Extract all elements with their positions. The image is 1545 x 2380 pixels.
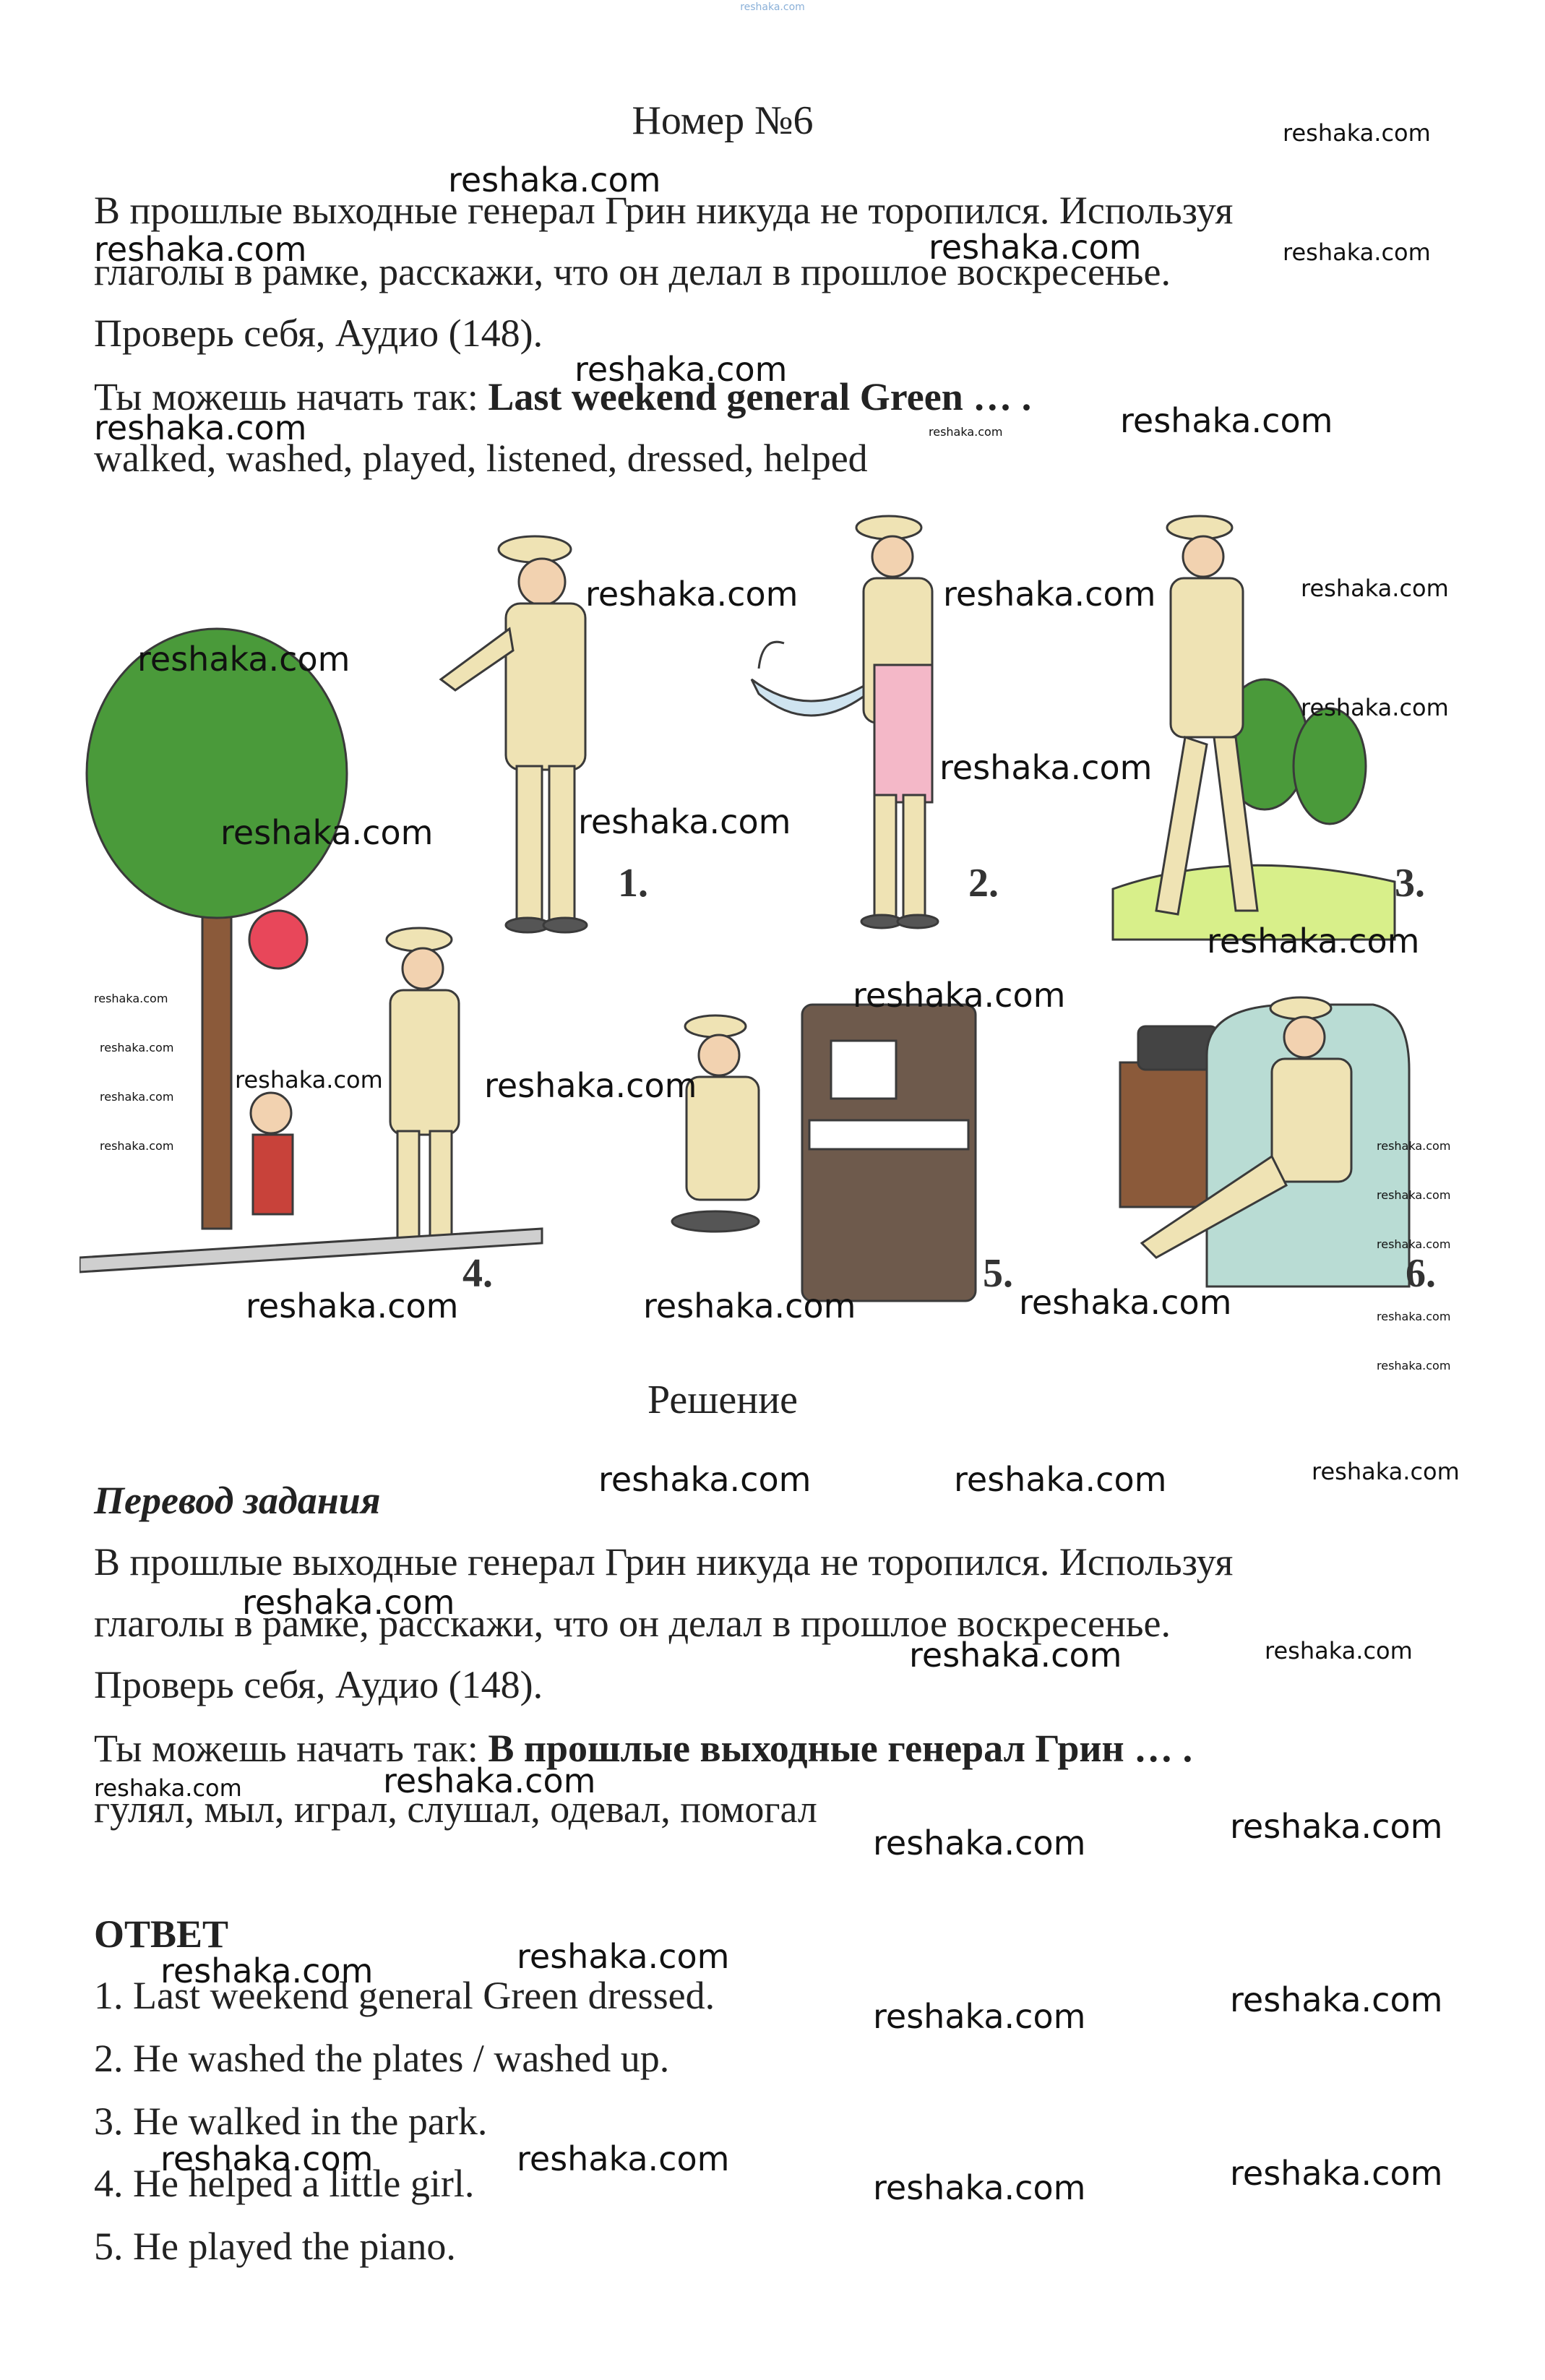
- scene-5-piano: [671, 1003, 977, 1302]
- watermark: reshaka.com: [873, 1997, 1086, 2036]
- task-line-4: Ты можешь начать так: Last weekend gener…: [94, 374, 1031, 419]
- scene-4-helping: [79, 627, 543, 1273]
- translation-heading: Перевод задания: [94, 1479, 381, 1522]
- watermark: reshaka.com: [94, 1774, 242, 1802]
- watermark: reshaka.com: [1019, 1283, 1232, 1322]
- translation-line-4-bold: В прошлые выходные генерал Грин … .: [488, 1727, 1193, 1770]
- watermark: reshaka.com: [235, 1066, 383, 1094]
- watermark: reshaka.com: [1377, 1310, 1451, 1323]
- watermark: reshaka.com: [873, 1823, 1086, 1863]
- watermark: reshaka.com: [100, 1139, 174, 1153]
- watermark: reshaka.com: [1377, 1359, 1451, 1372]
- watermark: reshaka.com: [160, 1951, 374, 1990]
- translation-line-2: глаголы в рамке, расскажи, что он делал …: [94, 1602, 1171, 1645]
- watermark: reshaka.com: [939, 748, 1153, 787]
- task-line-3: Проверь себя, Аудио (148).: [94, 312, 543, 355]
- translation-line-4: Ты можешь начать так: В прошлые выходные…: [94, 1726, 1192, 1771]
- answer-item-5: 5. He played the piano.: [94, 2225, 456, 2268]
- answer-item-4: 4. He helped a little girl.: [94, 2162, 475, 2205]
- watermark: reshaka.com: [517, 2139, 730, 2178]
- illustration-drawing: [79, 515, 1411, 1302]
- scene-number-6: 6.: [1406, 1251, 1436, 1296]
- translation-verbs: гулял, мыл, играл, слушал, одевал, помог…: [94, 1787, 817, 1831]
- translation-line-4-prefix: Ты можешь начать так:: [94, 1727, 489, 1770]
- watermark: reshaka.com: [1301, 575, 1449, 602]
- watermark: reshaka.com: [578, 802, 791, 841]
- scene-number-3: 3.: [1395, 861, 1425, 906]
- translation-line-3: Проверь себя, Аудио (148).: [94, 1663, 543, 1706]
- watermark: reshaka.com: [100, 1090, 174, 1104]
- watermark: reshaka.com: [598, 1460, 812, 1499]
- watermark: reshaka.com: [1301, 694, 1449, 721]
- watermark: reshaka.com: [954, 1460, 1167, 1499]
- watermark: reshaka.com: [1230, 1980, 1443, 2019]
- watermark: reshaka.com: [929, 228, 1142, 267]
- watermark: reshaka.com: [517, 1937, 730, 1976]
- watermark: reshaka.com: [484, 1066, 697, 1105]
- watermark: reshaka.com: [585, 575, 799, 614]
- scene-1-dressing: [439, 535, 588, 934]
- scene-number-4: 4.: [462, 1251, 493, 1296]
- watermark: reshaka.com: [1265, 1637, 1413, 1664]
- scene-2-washing: [750, 515, 939, 929]
- watermark: reshaka.com: [873, 2168, 1086, 2207]
- site-mark[interactable]: reshaka.com: [740, 1, 805, 13]
- scene-6-listening: [1119, 996, 1411, 1288]
- answer-item-3: 3. He walked in the park.: [94, 2100, 488, 2143]
- watermark: reshaka.com: [1377, 1139, 1451, 1153]
- watermark: reshaka.com: [246, 1286, 459, 1326]
- scene-number-5: 5.: [983, 1251, 1013, 1296]
- watermark: reshaka.com: [1120, 401, 1333, 440]
- watermark: reshaka.com: [100, 1041, 174, 1054]
- answer-item-2: 2. He washed the plates / washed up.: [94, 2037, 670, 2080]
- watermark: reshaka.com: [448, 160, 661, 199]
- watermark: reshaka.com: [1377, 1237, 1451, 1251]
- watermark: reshaka.com: [383, 1761, 596, 1800]
- watermark: reshaka.com: [94, 408, 307, 447]
- task-line-1: В прошлые выходные генерал Грин никуда н…: [94, 189, 1234, 232]
- scene-number-1: 1.: [618, 861, 648, 906]
- watermark: reshaka.com: [137, 640, 350, 679]
- page-title: Номер №6: [632, 98, 814, 143]
- watermark: reshaka.com: [1283, 239, 1431, 266]
- watermark: reshaka.com: [1377, 1188, 1451, 1202]
- watermark: reshaka.com: [160, 2139, 374, 2178]
- watermark: reshaka.com: [853, 976, 1066, 1015]
- watermark: reshaka.com: [574, 350, 788, 389]
- scene-number-2: 2.: [968, 861, 999, 906]
- watermark: reshaka.com: [242, 1583, 455, 1622]
- watermark: reshaka.com: [929, 425, 1003, 439]
- watermark: reshaka.com: [943, 575, 1156, 614]
- answer-heading: ОТВЕТ: [94, 1912, 229, 1956]
- task-verbs: walked, washed, played, listened, dresse…: [94, 437, 868, 480]
- watermark: reshaka.com: [1207, 922, 1420, 961]
- watermark: reshaka.com: [1230, 2154, 1443, 2193]
- solution-title: Решение: [647, 1378, 799, 1422]
- answer-item-1: 1. Last weekend general Green dressed.: [94, 1974, 715, 2017]
- watermark: reshaka.com: [643, 1286, 856, 1326]
- watermark: reshaka.com: [909, 1636, 1122, 1675]
- illustration: 1. 2. 3. 4. 5. 6.: [79, 506, 1467, 1330]
- watermark: reshaka.com: [94, 230, 307, 269]
- watermark: reshaka.com: [1230, 1807, 1443, 1846]
- scene-3-walking: [1111, 515, 1396, 941]
- task-line-2: глаголы в рамке, расскажи, что он делал …: [94, 250, 1171, 293]
- watermark: reshaka.com: [220, 813, 434, 852]
- watermark: reshaka.com: [1283, 119, 1431, 147]
- watermark: reshaka.com: [1312, 1458, 1460, 1485]
- task-line-4-bold: Last weekend general Green … .: [488, 375, 1032, 418]
- task-line-4-prefix: Ты можешь начать так:: [94, 375, 489, 418]
- watermark: reshaka.com: [94, 992, 168, 1005]
- translation-line-1: В прошлые выходные генерал Грин никуда н…: [94, 1540, 1234, 1584]
